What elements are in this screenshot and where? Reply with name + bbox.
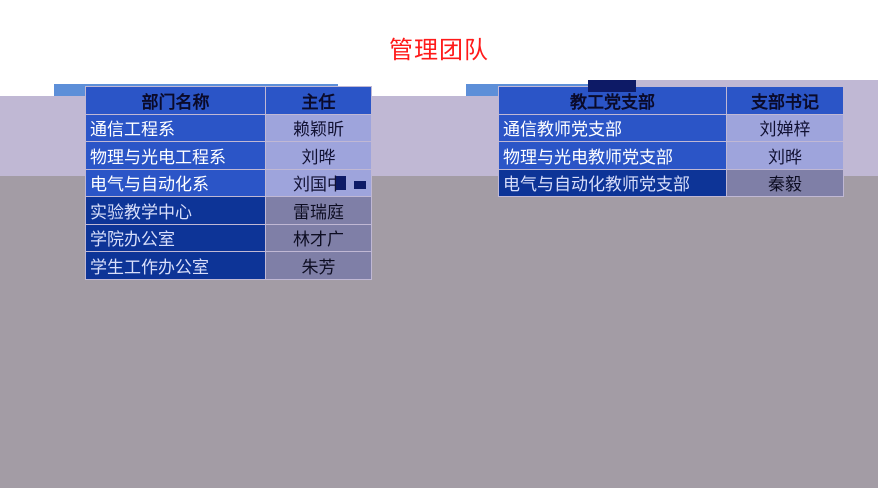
department-name: 学生工作办公室 <box>85 251 266 280</box>
department-name: 实验教学中心 <box>85 196 266 225</box>
branch-name: 通信教师党支部 <box>498 113 727 142</box>
column-header-director: 主任 <box>265 86 372 115</box>
table-row: 通信工程系 赖颖昕 <box>85 113 372 142</box>
table-row: 学院办公室 林才广 <box>85 223 372 252</box>
table-row: 物理与光电工程系 刘晔 <box>85 141 372 170</box>
department-name: 通信工程系 <box>85 113 266 142</box>
secretary-name: 秦毅 <box>726 168 844 197</box>
department-name: 物理与光电工程系 <box>85 141 266 170</box>
director-name: 朱芳 <box>265 251 372 280</box>
party-branch-table: 教工党支部 支部书记 通信教师党支部 刘婵梓 物理与光电教师党支部 刘晔 电气与… <box>498 86 844 197</box>
branch-name: 电气与自动化教师党支部 <box>498 168 727 197</box>
table-row: 学生工作办公室 朱芳 <box>85 251 372 280</box>
table-header-row: 教工党支部 支部书记 <box>498 86 844 115</box>
director-name: 赖颖昕 <box>265 113 372 142</box>
column-header-department: 部门名称 <box>85 86 266 115</box>
director-name: 林才广 <box>265 223 372 252</box>
render-artifact <box>336 176 346 190</box>
table-row: 实验教学中心 雷瑞庭 <box>85 196 372 225</box>
column-header-secretary: 支部书记 <box>726 86 844 115</box>
secretary-name: 刘晔 <box>726 141 844 170</box>
render-artifact <box>354 181 366 189</box>
director-name: 雷瑞庭 <box>265 196 372 225</box>
department-name: 学院办公室 <box>85 223 266 252</box>
table-row: 通信教师党支部 刘婵梓 <box>498 113 844 142</box>
table-header-row: 部门名称 主任 <box>85 86 372 115</box>
director-name: 刘国中 <box>265 168 372 197</box>
table-row: 电气与自动化系 刘国中 <box>85 168 372 197</box>
table-row: 物理与光电教师党支部 刘晔 <box>498 141 844 170</box>
director-name: 刘晔 <box>265 141 372 170</box>
page-title: 管理团队 <box>389 36 489 64</box>
table-row: 电气与自动化教师党支部 秦毅 <box>498 168 844 197</box>
department-table: 部门名称 主任 通信工程系 赖颖昕 物理与光电工程系 刘晔 电气与自动化系 刘国… <box>85 86 372 280</box>
render-artifact <box>588 80 636 92</box>
department-name: 电气与自动化系 <box>85 168 266 197</box>
branch-name: 物理与光电教师党支部 <box>498 141 727 170</box>
secretary-name: 刘婵梓 <box>726 113 844 142</box>
